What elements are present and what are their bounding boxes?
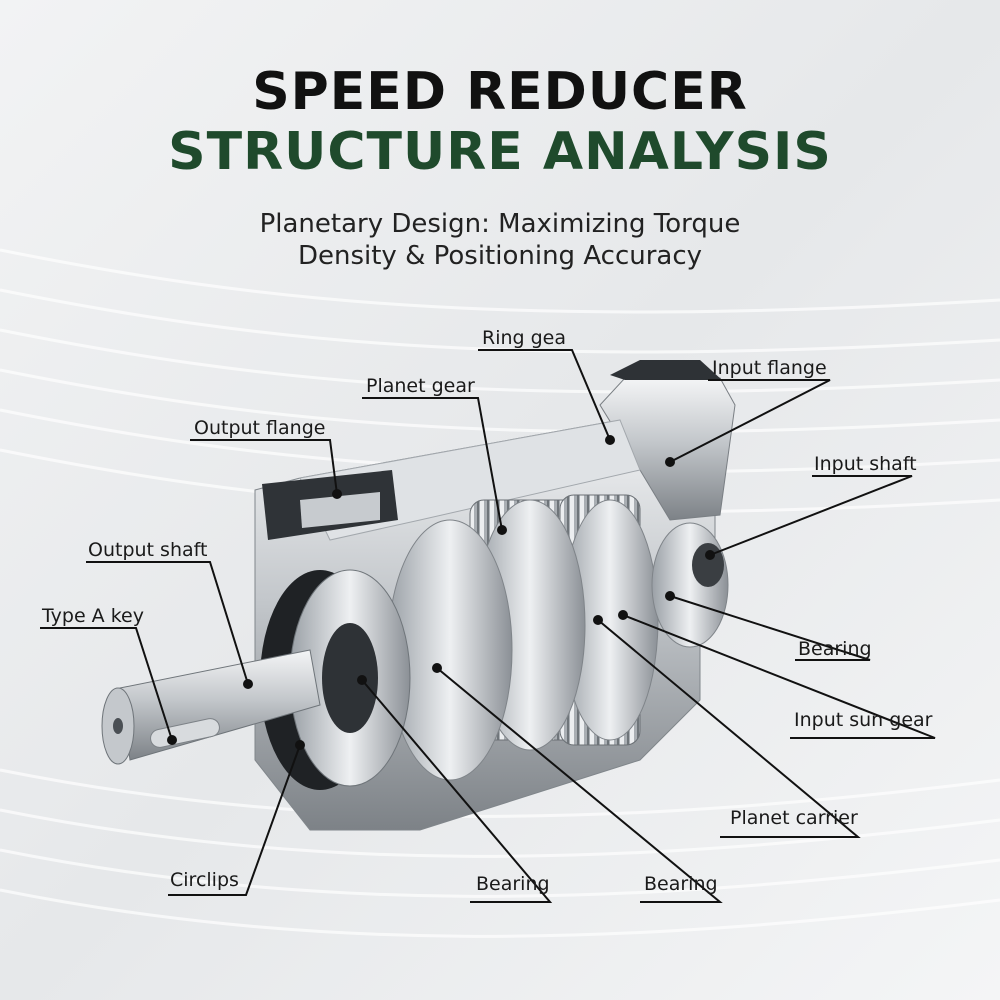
label-input-flange: Input flange <box>712 357 827 379</box>
label-planet-gear: Planet gear <box>366 375 475 397</box>
subtitle: Planetary Design: Maximizing Torque Dens… <box>0 208 1000 272</box>
label-bearing-right: Bearing <box>798 638 872 660</box>
label-output-shaft: Output shaft <box>88 539 207 561</box>
subtitle-line-2: Density & Positioning Accuracy <box>297 241 703 271</box>
pointer-dots <box>167 435 715 750</box>
subtitle-line-1: Planetary Design: Maximizing Torque <box>259 209 741 239</box>
title-line-2: STRUCTURE ANALYSIS <box>168 122 832 182</box>
leader-lines <box>40 349 936 903</box>
label-circlips: Circlips <box>170 869 239 891</box>
part-labels: Ring gea Planet gear Input flange Output… <box>41 327 933 895</box>
output-bearing <box>260 569 411 790</box>
label-input-shaft: Input shaft <box>814 453 917 475</box>
title-line-1: SPEED REDUCER <box>252 62 748 122</box>
input-bearing <box>651 522 729 648</box>
label-output-flange: Output flange <box>194 417 325 439</box>
planet-carrier <box>387 499 659 781</box>
label-ring-gear: Ring gea <box>482 327 566 349</box>
label-bearing-bottom: Bearing <box>644 873 718 895</box>
label-planet-carrier: Planet carrier <box>730 807 858 829</box>
label-type-a-key: Type A key <box>41 605 144 627</box>
label-input-sun-gear: Input sun gear <box>794 709 933 731</box>
label-bearing-mid: Bearing <box>476 873 550 895</box>
